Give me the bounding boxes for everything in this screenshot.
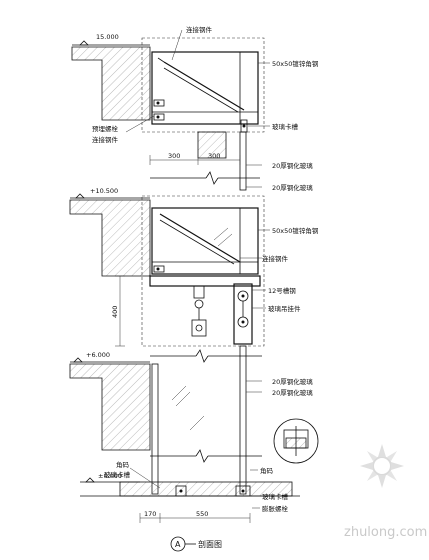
title-marker: A [175, 540, 181, 549]
level-lower: +6.000 [86, 351, 110, 359]
label-expansion-bolt: 膨胀螺栓 [262, 504, 289, 513]
label-angle-left: 角码 [116, 460, 130, 469]
middle-labels: 50x50镀锌角钢 连接钢件 12号槽钢 玻璃吊挂件 [240, 226, 319, 313]
level-middle: +10.500 [90, 187, 118, 195]
label-angle-right: 角码 [260, 466, 274, 475]
label-glass-clamp-bottom: 玻璃卡槽 [262, 492, 289, 501]
lower-floor-section: +6.000 ±0.000 170 550 [69, 345, 319, 523]
dim-300-left: 300 [168, 152, 180, 160]
lower-labels: 20厚钢化玻璃 20厚钢化玻璃 角码 玻璃卡槽 角码 玻璃卡槽 膨胀螺栓 [104, 377, 313, 513]
top-floor-section: 15.000 300 300 [71, 33, 265, 191]
label-tempered-glass-1: 20厚钢化玻璃 [272, 161, 313, 170]
watermark: zhulong.com [344, 444, 427, 540]
label-connector-mid-left: 连接钢件 [92, 135, 119, 144]
label-connector-top: 连接钢件 [186, 25, 213, 34]
level-ground: ±0.000 [98, 472, 122, 480]
dim-170: 170 [144, 510, 156, 518]
column-top [197, 131, 227, 159]
label-tempered-glass-4: 20厚钢化玻璃 [272, 388, 313, 397]
label-glass-clamp-left: 玻璃卡槽 [104, 470, 131, 479]
middle-slab [69, 199, 151, 277]
dim-550: 550 [196, 510, 208, 518]
dim-300-right: 300 [208, 152, 220, 160]
label-tempered-glass-3: 20厚钢化玻璃 [272, 377, 313, 386]
top-labels: 连接钢件 50x50镀锌角钢 预埋螺栓 连接钢件 玻璃卡槽 20厚钢化玻璃 20… [92, 25, 319, 192]
watermark-text: zhulong.com [344, 525, 427, 540]
label-glass-hanger: 玻璃吊挂件 [268, 304, 301, 313]
label-connector-mid: 连接钢件 [262, 254, 289, 263]
level-top: 15.000 [96, 33, 119, 41]
label-angle-steel-mid: 50x50镀锌角钢 [272, 226, 319, 235]
top-slab [71, 46, 151, 121]
middle-floor-section: +10.500 400 [69, 187, 265, 363]
drawing-title: A 剖面图 [170, 536, 222, 552]
dim-400: 400 [111, 306, 119, 318]
label-tempered-glass-2: 20厚钢化玻璃 [272, 183, 313, 192]
label-channel-steel: 12号槽钢 [268, 286, 296, 295]
title-text: 剖面图 [198, 539, 222, 549]
lower-slab [69, 363, 151, 451]
label-angle-steel-top: 50x50镀锌角钢 [272, 59, 319, 68]
label-glass-clamp-top: 玻璃卡槽 [272, 122, 299, 131]
label-embedded-bolt: 预埋螺栓 [92, 124, 119, 133]
